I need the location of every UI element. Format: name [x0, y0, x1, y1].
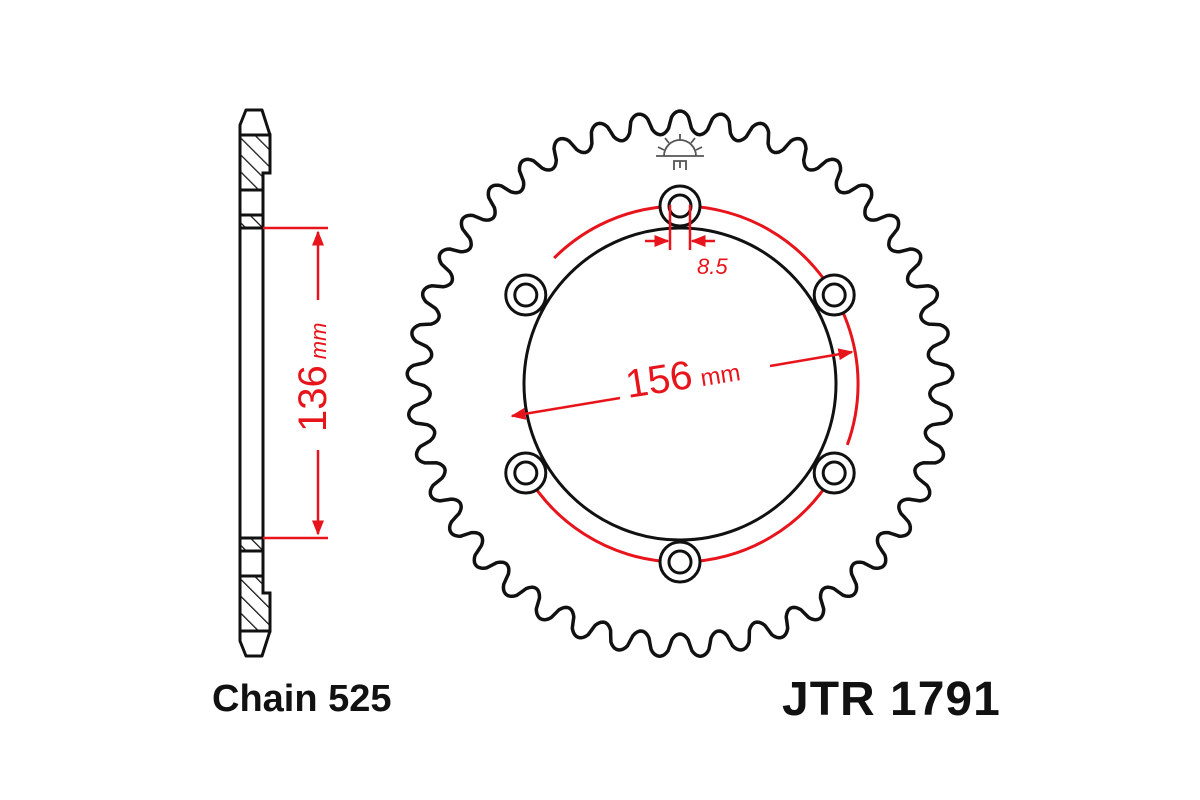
- bolt-hole: [658, 184, 702, 228]
- profile-tooth-top: [238, 108, 272, 137]
- profile-web: [238, 226, 265, 540]
- dimension-136: 136 mm: [263, 226, 335, 540]
- dimension-136-value: 136: [291, 365, 335, 432]
- part-number-label: JTR 1791: [782, 673, 1001, 726]
- profile-hatch-bottom-small: [238, 536, 265, 553]
- bolt-hole: [812, 273, 856, 317]
- dimension-8-5: 8.5: [645, 205, 728, 279]
- chain-size-label: Chain 525: [212, 678, 392, 720]
- profile-hatch-top-small: [238, 213, 265, 230]
- dimension-8-5-value: 8.5: [697, 254, 728, 279]
- dimension-156-unit: mm: [699, 359, 743, 392]
- dimension-156-value: 156: [623, 353, 696, 407]
- profile-tooth-bottom: [238, 629, 272, 658]
- profile-hatch-bottom: [238, 574, 272, 633]
- profile-hatch-top: [238, 133, 272, 192]
- bolt-hole: [504, 273, 548, 317]
- svg-text:136mm: 136 mm: [291, 323, 335, 432]
- dimension-136-unit: mm: [306, 323, 331, 360]
- bolt-hole: [812, 451, 856, 495]
- sprocket-teeth-outline: [405, 109, 955, 658]
- center-bore-circle: [522, 226, 838, 542]
- bolt-hole: [504, 451, 548, 495]
- bolt-hole: [658, 540, 702, 584]
- side-profile-view: [238, 108, 272, 658]
- sun-symbol-icon: [656, 134, 704, 170]
